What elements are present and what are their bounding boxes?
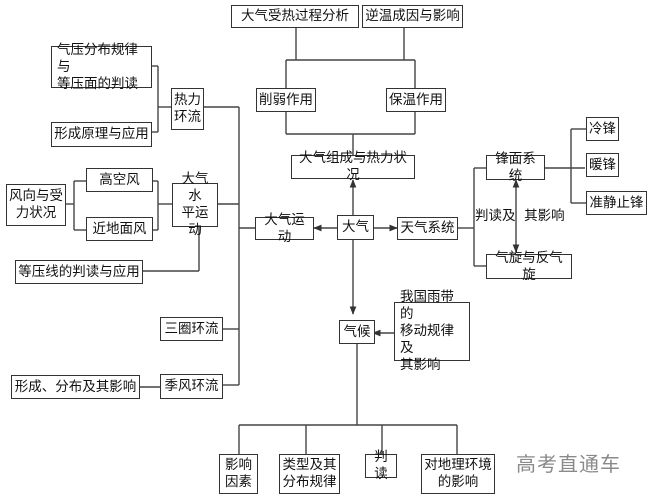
stationary-front-node: 准静止锋 bbox=[586, 191, 647, 215]
thermal-state-node: 大气组成与热力状况 bbox=[291, 150, 415, 183]
upper-wind-node: 高空风 bbox=[86, 168, 153, 192]
pressure-distribution-node: 气压分布规律与 等压面的判读 bbox=[51, 42, 152, 92]
insulation-effect-node: 保温作用 bbox=[386, 88, 446, 112]
atmospheric-motion-node: 大气运动 bbox=[255, 212, 314, 245]
thermal-circulation-node: 热力环流 bbox=[171, 88, 204, 130]
monsoon-circulation-node: 季风环流 bbox=[160, 374, 223, 399]
heating-process-node: 大气受热过程分析 bbox=[231, 5, 359, 28]
geo-impact-node: 对地理环境 的影响 bbox=[421, 454, 495, 494]
inversion-node: 逆温成因与影响 bbox=[362, 5, 463, 28]
climate-factors-node: 影响 因素 bbox=[219, 454, 258, 494]
surface-wind-node: 近地面风 bbox=[86, 217, 153, 241]
reading-effects-label: 判读及 其影响 bbox=[475, 208, 565, 224]
front-systems-node: 锋面系统 bbox=[486, 151, 545, 184]
climate-reading-node: 判读 bbox=[365, 449, 397, 482]
monsoon-effects-node: 形成、分布及其影响 bbox=[11, 375, 140, 399]
rain-belt-node: 我国雨带的 移动规律及 其影响 bbox=[394, 289, 470, 373]
wind-forces-node: 风向与受 力状况 bbox=[6, 184, 66, 226]
formation-principle-node: 形成原理与应用 bbox=[51, 122, 152, 147]
climate-types-node: 类型及其 分布规律 bbox=[279, 454, 340, 494]
warm-front-node: 暖锋 bbox=[586, 153, 619, 177]
climate-node: 气候 bbox=[339, 320, 375, 344]
watermark: 高考直通车 bbox=[516, 452, 621, 476]
cold-front-node: 冷锋 bbox=[586, 117, 619, 141]
three-cell-circulation-node: 三圈环流 bbox=[160, 317, 223, 341]
weakening-effect-node: 削弱作用 bbox=[256, 88, 316, 112]
cyclone-anticyclone-node: 气旋与反气旋 bbox=[486, 250, 572, 283]
atmosphere-center-node: 大气 bbox=[337, 215, 374, 240]
horizontal-motion-node: 大气水 平运动 bbox=[172, 171, 218, 238]
weather-systems-node: 天气系统 bbox=[397, 217, 458, 240]
isobar-reading-node: 等压线的判读与应用 bbox=[15, 260, 143, 284]
